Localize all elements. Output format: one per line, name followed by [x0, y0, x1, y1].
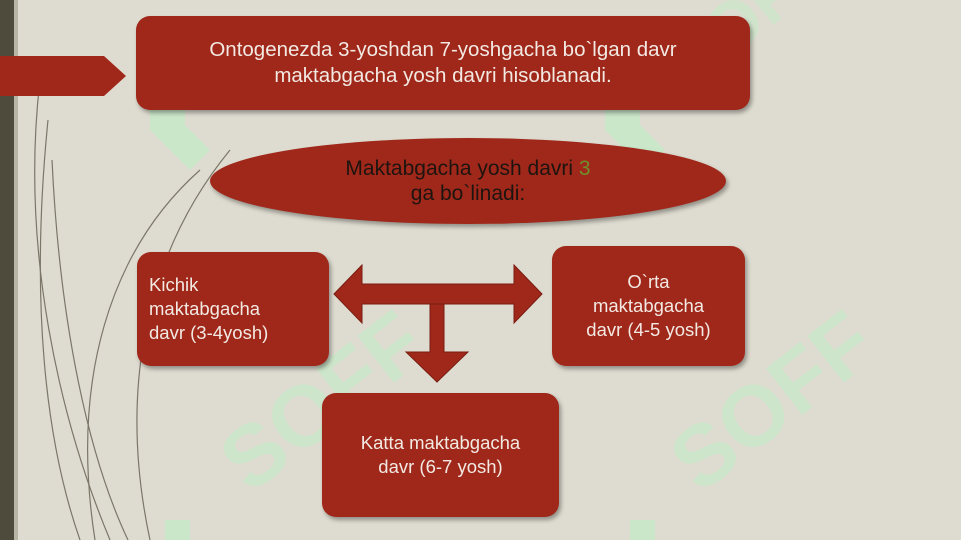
heading-line1-main: Maktabgacha yosh davri [345, 156, 579, 180]
heading-text: Maktabgacha yosh davri 3 ga bo`linadi: [345, 156, 590, 206]
period-small-text: Kichik maktabgacha davr (3-4yosh) [149, 274, 269, 343]
period-senior-box: Katta maktabgacha davr (6-7 yosh) [322, 393, 559, 517]
double-arrow-horizontal [333, 263, 543, 325]
intro-text: Ontogenezda 3-yoshdan 7-yoshgacha bo`lga… [209, 37, 677, 87]
heading-line1-accent: 3 [578, 156, 591, 180]
period-senior-text: Katta maktabgacha davr (6-7 yosh) [360, 432, 521, 477]
down-arrow [404, 303, 470, 383]
heading-oval: Maktabgacha yosh davri 3 ga bo`linadi: [210, 138, 726, 224]
period-small-box: Kichik maktabgacha davr (3-4yosh) [137, 252, 329, 366]
left-pointer-arrow [0, 56, 126, 96]
left-decor-band [0, 0, 14, 540]
heading-line2: ga bo`linadi: [410, 182, 526, 205]
period-middle-text: O`rta maktabgacha davr (4-5 yosh) [586, 271, 711, 340]
left-decor-stripe [14, 0, 18, 540]
period-middle-box: O`rta maktabgacha davr (4-5 yosh) [552, 246, 745, 366]
intro-box: Ontogenezda 3-yoshdan 7-yoshgacha bo`lga… [136, 16, 750, 110]
